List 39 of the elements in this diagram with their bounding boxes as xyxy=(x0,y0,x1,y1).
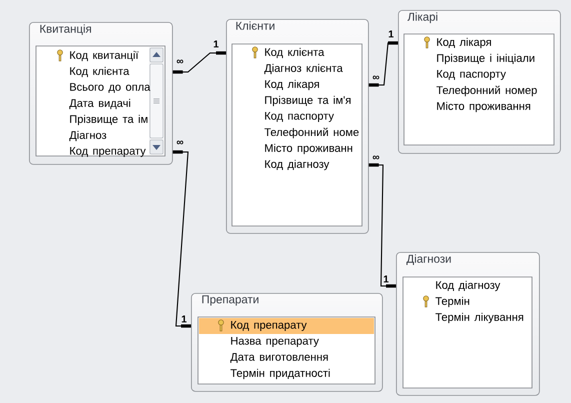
cardinality-mark: 1 xyxy=(384,276,388,282)
relationship-line xyxy=(368,41,398,87)
field-name: Код квитанції xyxy=(70,50,138,62)
field-name: Термін лікування xyxy=(436,312,524,324)
cardinality-mark: 1 xyxy=(214,40,219,48)
field-name: Код препарату xyxy=(70,147,146,157)
field-name: Код паспорту xyxy=(265,112,334,122)
field-name: Діагноз клієнта xyxy=(264,64,343,74)
field-name: Код діагнозу xyxy=(265,160,330,170)
field-name: Телефонний номер xyxy=(436,86,537,96)
field-name: Термін придатності xyxy=(230,368,330,380)
cardinality-mark: 1 xyxy=(182,316,187,322)
field-name: Місто проживанн xyxy=(265,144,352,154)
relationship-line xyxy=(172,51,226,74)
field-name: Всього до опла xyxy=(70,83,150,93)
field-name: Код лікаря xyxy=(265,80,319,90)
relationship-line xyxy=(172,150,191,328)
field-name: Прізвище та ім'я xyxy=(265,96,350,106)
field-name: Місто проживання xyxy=(437,102,530,112)
field-name: Код препарату xyxy=(231,321,307,331)
field-name: Діагноз xyxy=(69,130,106,142)
field-name: Прізвище і ініціали xyxy=(437,54,534,64)
field-name: Код паспорту xyxy=(437,70,506,80)
relationship-line xyxy=(368,163,396,288)
field-name: Дата видачі xyxy=(69,98,130,110)
field-name: Телефонний номе xyxy=(264,128,359,138)
field-name: Термін xyxy=(436,296,470,308)
field-name: Прізвище та ім xyxy=(70,114,148,126)
field-name: Код діагнозу xyxy=(436,280,500,292)
field-name: Дата виготовлення xyxy=(230,353,328,363)
cardinality-mark: ∞ xyxy=(372,156,380,160)
cardinality-mark: ∞ xyxy=(372,76,380,80)
field-name: Код лікаря xyxy=(437,38,491,48)
field-name: Код клієнта xyxy=(70,66,130,78)
field-name: Код клієнта xyxy=(265,48,324,58)
field-name: Назва препарату xyxy=(231,337,319,347)
cardinality-mark: 1 xyxy=(388,30,394,38)
cardinality-mark: ∞ xyxy=(176,60,184,64)
cardinality-mark: ∞ xyxy=(176,140,184,144)
